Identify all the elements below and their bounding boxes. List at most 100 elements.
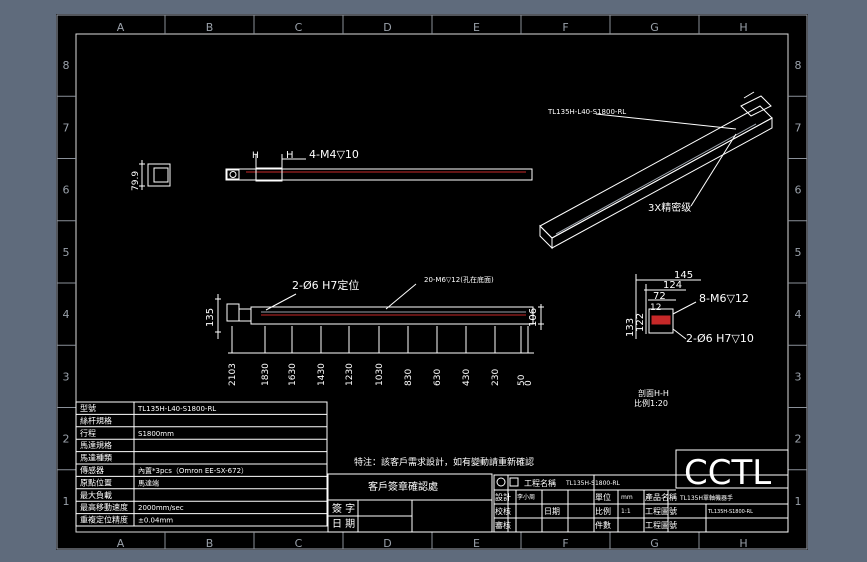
zone-number-5-right: 5 xyxy=(795,246,802,259)
plan-dim-h2: H xyxy=(286,150,294,161)
check-label: 校核 xyxy=(495,506,511,516)
sec-dim-145: 145 xyxy=(674,270,693,281)
spec-value: 馬達端 xyxy=(138,478,159,487)
zone-number-1-right: 1 xyxy=(795,495,802,508)
sec-dim-122: 122 xyxy=(635,313,646,332)
iso-callout: 3X精密级 xyxy=(648,201,691,214)
zone-letter-F-bottom: F xyxy=(562,537,568,550)
spec-label: 傳感器 xyxy=(80,465,104,475)
end-view xyxy=(139,160,171,190)
zone-letter-C-bottom: C xyxy=(295,537,303,550)
zone-letter-B-bottom: B xyxy=(206,537,214,550)
drawing-no-label: 工程圖號 xyxy=(645,506,677,516)
zone-letter-E-bottom: E xyxy=(473,537,480,550)
spec-value: 內置*3pcs（Omron EE-SX-672） xyxy=(138,466,248,475)
zone-number-4-left: 4 xyxy=(63,308,70,321)
section-view xyxy=(635,274,701,340)
zone-letter-C-top: C xyxy=(295,21,303,34)
spec-label: 馬達種類 xyxy=(80,453,112,463)
product-label: 產品名稱 xyxy=(645,492,677,502)
end-height-dim: 79.9 xyxy=(131,171,141,191)
scale-value: 1:1 xyxy=(621,508,631,515)
position-label: 830 xyxy=(404,369,414,386)
sec-dim-72: 72 xyxy=(653,291,666,302)
position-label: 1830 xyxy=(261,363,271,386)
zone-number-3-left: 3 xyxy=(63,370,70,383)
zone-number-7-left: 7 xyxy=(63,121,70,134)
process-label: 工程圖號 xyxy=(645,520,677,530)
zone-letter-H-top: H xyxy=(739,21,747,34)
zone-number-2-left: 2 xyxy=(63,433,70,446)
zone-letter-H-bottom: H xyxy=(739,537,747,550)
sec-dim-133: 133 xyxy=(625,318,636,337)
front-left-dim: 135 xyxy=(205,308,216,327)
spec-value: ±0.04mm xyxy=(138,517,173,525)
company-logo: CCTL xyxy=(684,453,771,493)
front-view xyxy=(215,283,544,354)
bolt-note: 8-M6▽12 xyxy=(699,292,749,305)
dowel-note: 2-Ø6 H7定位 xyxy=(292,278,359,292)
scale-label: 比例 xyxy=(595,506,611,516)
pin-note: 2-Ø6 H7▽10 xyxy=(686,332,754,345)
drawn-value: 李小周 xyxy=(517,493,535,501)
drawn-label: 設計 xyxy=(495,492,511,502)
position-label: 230 xyxy=(491,369,501,386)
plan-hole-note: 4-M4▽10 xyxy=(309,148,359,161)
iso-view xyxy=(539,91,773,250)
position-label: 1430 xyxy=(317,363,327,386)
spec-label: 最大負載 xyxy=(80,490,112,500)
approve-label: 審核 xyxy=(495,520,511,530)
zone-number-5-left: 5 xyxy=(63,246,70,259)
count-label: 件數 xyxy=(595,520,611,530)
zone-number-3-right: 3 xyxy=(795,370,802,383)
confirm-title: 客戶簽章確認處 xyxy=(368,480,438,493)
front-right-dim: 106 xyxy=(528,308,539,327)
position-label: 630 xyxy=(433,369,443,386)
sec-dim-124: 124 xyxy=(663,280,682,291)
zone-number-6-right: 6 xyxy=(795,184,802,197)
spec-label: 型號 xyxy=(80,403,96,413)
zone-letter-F-top: F xyxy=(562,21,568,34)
zone-number-2-right: 2 xyxy=(795,433,802,446)
position-label: 1230 xyxy=(345,363,355,386)
zone-number-7-right: 7 xyxy=(795,121,802,134)
plan-view xyxy=(225,154,533,182)
zone-letter-E-top: E xyxy=(473,21,480,34)
front-dim-ticks xyxy=(231,326,529,353)
zone-letter-A-top: A xyxy=(117,21,125,34)
zone-number-8-left: 8 xyxy=(63,59,70,72)
title-block xyxy=(493,449,789,533)
position-label: 1630 xyxy=(288,363,298,386)
spec-label: 原點位置 xyxy=(80,477,112,487)
sec-dim-12: 12 xyxy=(650,303,661,313)
project-label: 工程名稱 xyxy=(524,478,556,488)
zone-number-8-right: 8 xyxy=(795,59,802,72)
section-scale: 比例1:20 xyxy=(634,398,668,408)
zone-letter-B-top: B xyxy=(206,21,214,34)
model-label: TL135H-L40-S1800-RL xyxy=(547,108,626,116)
zone-number-1-left: 1 xyxy=(63,495,70,508)
position-label: 50 xyxy=(517,374,527,386)
date-label-title: 日期 xyxy=(544,507,560,516)
confirm-box xyxy=(327,473,493,533)
unit-label: 單位 xyxy=(595,492,611,502)
zone-number-6-left: 6 xyxy=(63,184,70,197)
spec-value: TL135H-L40-S1800-RL xyxy=(137,405,216,413)
zone-letter-A-bottom: A xyxy=(117,537,125,550)
zone-number-4-right: 4 xyxy=(795,308,802,321)
sign-label: 簽 字 xyxy=(332,502,355,515)
position-label: 0 xyxy=(524,380,534,386)
date-label-confirm: 日 期 xyxy=(332,518,355,530)
plan-dim-h1: H xyxy=(252,151,259,161)
spec-label: 重複定位精度 xyxy=(80,515,128,525)
spec-value: 2000mm/sec xyxy=(138,504,184,512)
spec-label: 最高移動速度 xyxy=(80,502,128,512)
drawing-no-value: TL135H-S1800-RL xyxy=(707,509,753,515)
project-value: TL135H-S1800-RL xyxy=(565,480,621,487)
spec-value: S1800mm xyxy=(138,430,174,438)
